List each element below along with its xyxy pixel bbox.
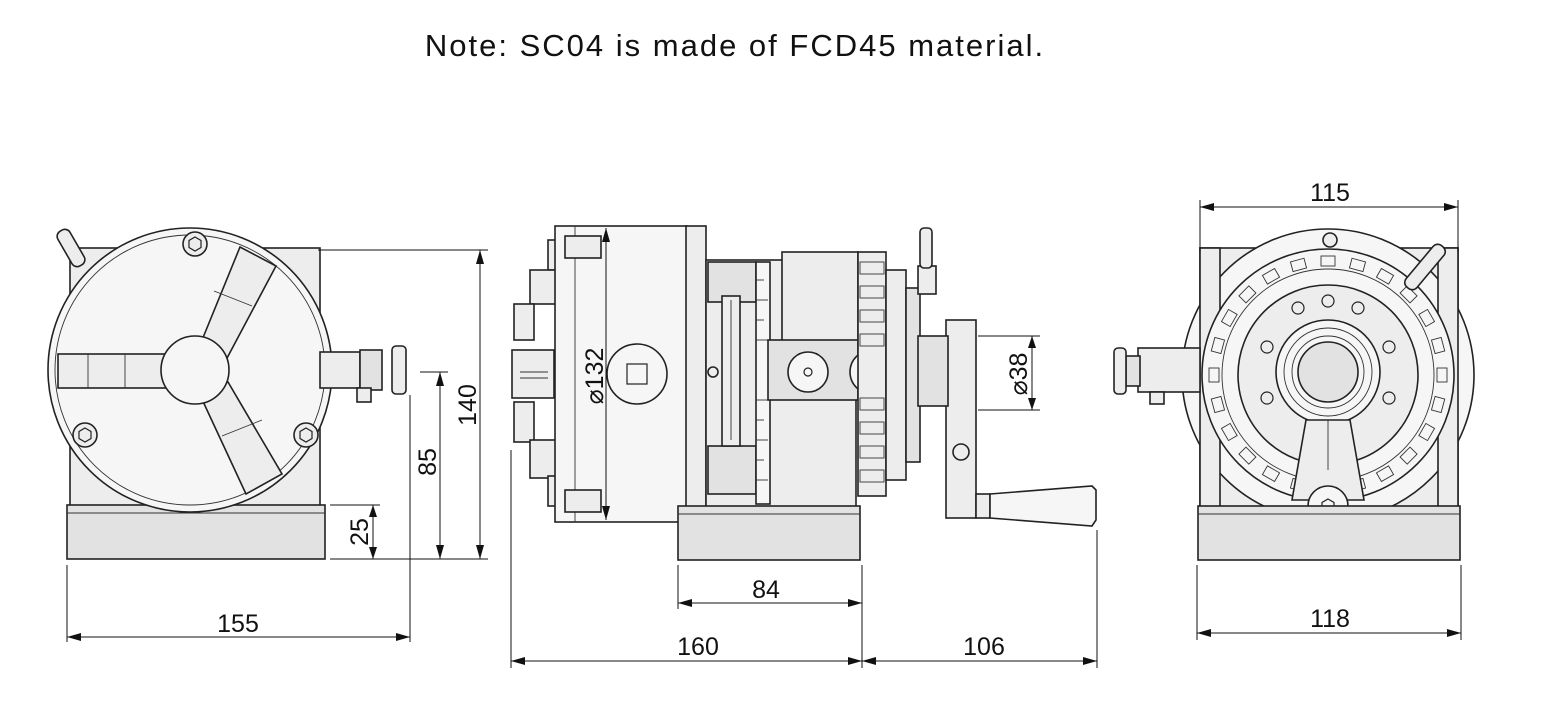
side-crank-arm	[945, 319, 977, 519]
rear-view	[1113, 228, 1475, 561]
dim-front-width: 155	[217, 610, 259, 638]
side-jaw-step-top	[529, 269, 559, 305]
dim-front-height: 140	[454, 384, 482, 426]
dim-rear-width-bottom: 118	[1310, 605, 1350, 633]
rear-side-lock	[1137, 347, 1201, 393]
front-side-lock-nut	[359, 349, 383, 391]
index-hole	[1220, 308, 1238, 328]
index-hole	[1289, 257, 1308, 273]
dim-spindle-diameter: ⌀38	[1005, 353, 1033, 396]
front-screw-right	[293, 422, 319, 448]
front-chuck-center	[160, 335, 230, 405]
dim-body-length: 160	[677, 633, 719, 661]
index-hole	[1320, 255, 1336, 267]
side-base	[677, 505, 861, 561]
front-dimensions: 155 140 85 25	[66, 249, 488, 642]
side-index-teeth	[859, 261, 885, 483]
dim-handle-length: 106	[963, 633, 1005, 661]
index-hole	[1238, 446, 1257, 465]
side-handle-neck	[975, 493, 991, 519]
rear-index-holes	[1208, 255, 1448, 495]
side-clamp-bottom	[707, 445, 757, 495]
rear-top-lug	[1322, 232, 1338, 248]
front-jaw-left	[57, 353, 169, 389]
side-plunger-pin	[919, 227, 933, 269]
rear-dimensions: 115 118	[1196, 179, 1462, 640]
index-hole	[1375, 267, 1395, 285]
side-lock-knob	[787, 351, 829, 393]
front-view	[47, 227, 407, 560]
index-hole	[1418, 422, 1436, 442]
dim-base-height: 25	[346, 518, 374, 546]
side-view	[511, 225, 1097, 561]
rear-base	[1197, 505, 1461, 561]
dim-base-length: 84	[752, 576, 780, 604]
side-chuck-slot-bottom	[564, 489, 602, 513]
index-hole	[1399, 285, 1418, 304]
index-hole	[1418, 308, 1436, 328]
index-hole	[1399, 446, 1418, 465]
side-jaw-tip-bottom	[513, 401, 535, 443]
index-hole	[1436, 367, 1448, 383]
front-screw-left	[72, 422, 98, 448]
dim-chuck-diameter: ⌀132	[581, 348, 609, 405]
front-lever	[56, 228, 86, 268]
index-hole	[1208, 367, 1220, 383]
side-rear-ring	[885, 269, 907, 481]
side-chuck-center	[606, 343, 668, 405]
side-upper-block	[781, 251, 859, 343]
index-hole	[1261, 465, 1281, 483]
rear-lever	[1403, 243, 1447, 291]
rear-side-lock-nut	[1125, 355, 1141, 387]
rear-flange-bolts	[1260, 294, 1396, 405]
side-plunger	[917, 265, 937, 295]
side-jaw-tip-top	[513, 303, 535, 341]
front-side-lock-foot	[356, 387, 372, 403]
front-side-lock	[319, 351, 361, 389]
index-hole	[1375, 465, 1395, 483]
side-scale-ticks	[756, 279, 768, 481]
dim-rear-width-top: 115	[1310, 179, 1350, 207]
index-hole	[1210, 395, 1226, 414]
index-hole	[1261, 267, 1281, 285]
side-jaw-step-bottom	[529, 439, 559, 479]
front-screw-top	[182, 231, 208, 257]
index-hole	[1430, 336, 1446, 355]
material-note: Note: SC04 is made of FCD45 material.	[424, 28, 1046, 63]
rear-spindle-bore	[1297, 341, 1359, 403]
side-crank-handle	[989, 485, 1097, 527]
side-adapter	[685, 225, 707, 509]
index-hole	[1220, 422, 1238, 442]
index-hole	[1348, 257, 1367, 273]
side-index-plate	[857, 251, 887, 497]
rear-side-lock-foot	[1149, 391, 1165, 405]
index-hole	[1430, 395, 1446, 414]
rear-side-lock-knob	[1113, 347, 1127, 395]
side-shaft	[917, 335, 949, 407]
dim-center-height: 85	[414, 448, 442, 476]
front-side-lock-knob	[391, 345, 407, 395]
side-jaw-middle	[511, 349, 555, 399]
index-hole	[1210, 336, 1226, 355]
side-dimensions: ⌀132 ⌀38 84 160 106	[510, 228, 1098, 668]
side-chuck-slot-top	[564, 235, 602, 259]
index-hole	[1238, 285, 1257, 304]
